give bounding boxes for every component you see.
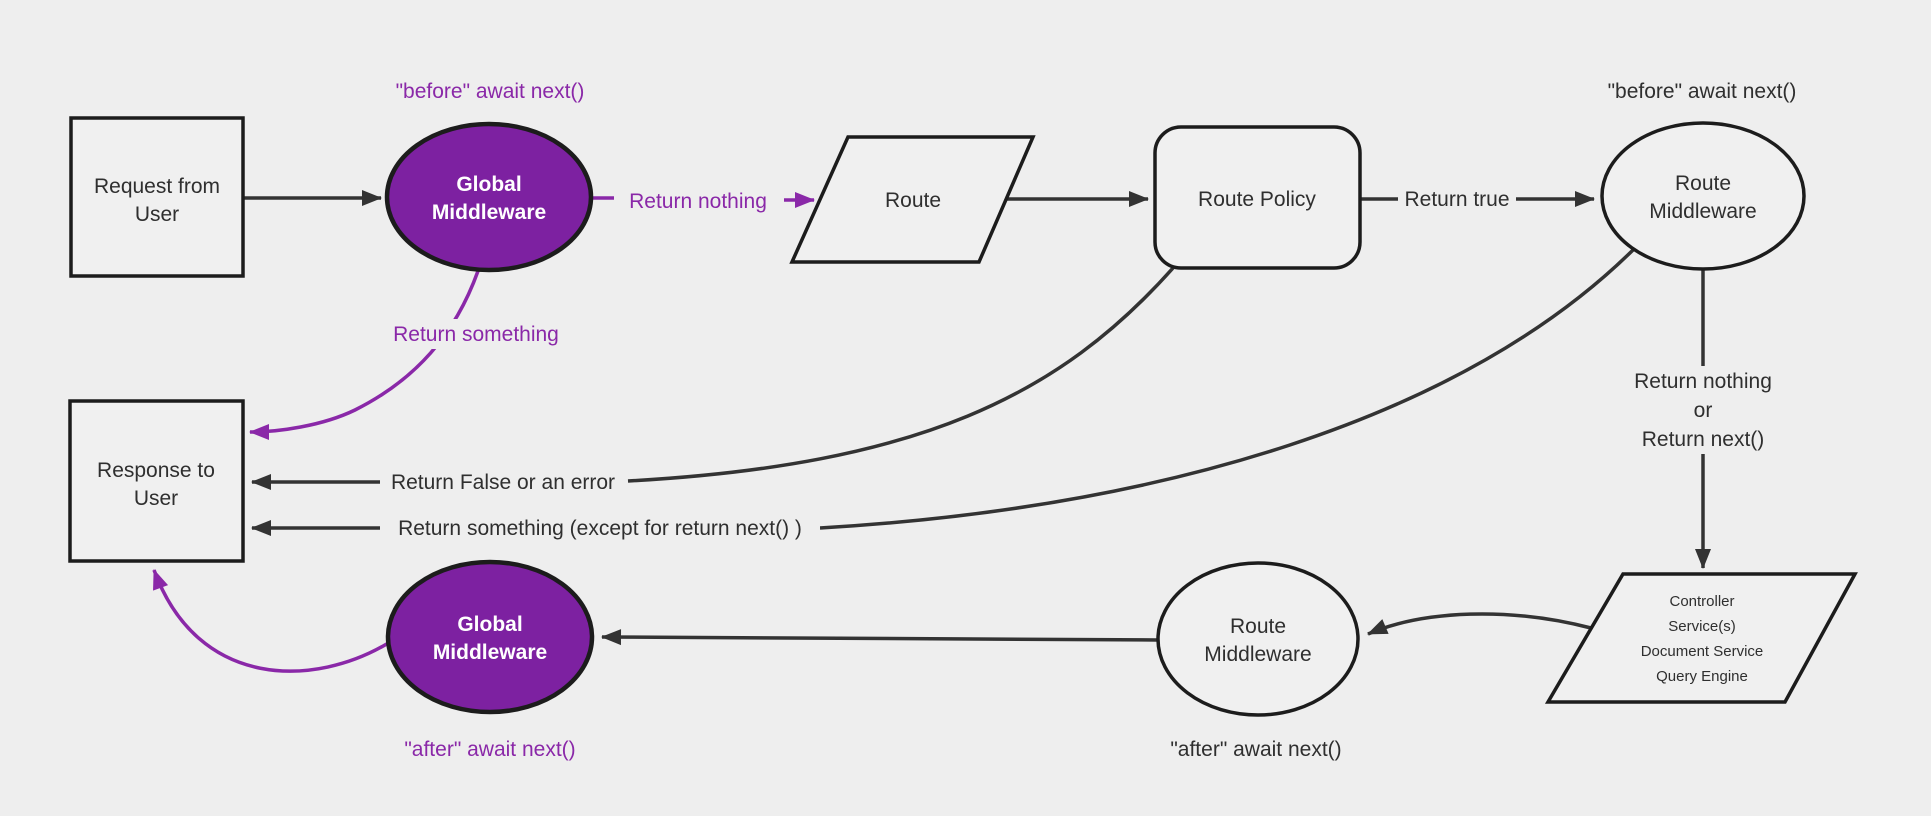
nodes: Request from User Global Middleware Rout…	[68, 116, 1858, 717]
label-bg	[384, 319, 568, 349]
node-global-middleware-top: Global Middleware	[384, 121, 594, 273]
route-middleware-ellipse	[1156, 561, 1360, 717]
node-route-middleware-top: Route Middleware	[1600, 121, 1806, 271]
label-bg	[380, 467, 626, 497]
label-bg	[380, 513, 820, 543]
route-middleware-ellipse	[1600, 121, 1806, 271]
edge-routemw-bottom-to-global-bottom	[601, 629, 1159, 646]
label-before-await-global: "before" await next()	[396, 80, 585, 103]
edge-routemw-return-something-curve	[819, 248, 1635, 530]
label-bg	[614, 185, 784, 215]
node-route-middleware-bottom: Route Middleware	[1156, 561, 1360, 717]
node-response-to-user: Response to User	[68, 399, 245, 563]
label-return-nothing-or-next: Return nothing or Return next()	[1634, 370, 1772, 451]
label-after-await-global: "after" await next()	[404, 738, 575, 761]
node-label: Query Engine	[1656, 668, 1748, 685]
node-label: Service(s)	[1668, 618, 1736, 635]
edge-labels: "before" await next() Return nothing Ret…	[391, 80, 1796, 761]
label-return-false-or-error: Return False or an error	[391, 471, 615, 494]
node-label: Global	[456, 173, 521, 196]
node-request-from-user: Request from User	[69, 116, 245, 278]
edges	[152, 190, 1711, 673]
label-return-something: Return something	[393, 323, 559, 346]
node-label: Request from	[94, 175, 220, 198]
node-label: Route Policy	[1198, 188, 1316, 211]
node-label: Document Service	[1641, 643, 1764, 660]
node-route: Route	[789, 135, 1036, 264]
node-label: Response to	[97, 459, 215, 482]
edge-policy-return-false-curve	[627, 266, 1175, 483]
global-middleware-ellipse	[384, 121, 594, 273]
node-label: User	[135, 203, 179, 226]
controller-parallelogram	[1544, 572, 1858, 704]
request-box	[69, 116, 245, 278]
node-label: Route	[1230, 615, 1286, 638]
route-parallelogram	[789, 135, 1036, 264]
label-bg	[1400, 184, 1514, 214]
label-return-true: Return true	[1404, 188, 1509, 211]
global-middleware-ellipse	[385, 559, 595, 715]
label-line: Return nothing	[1634, 370, 1772, 393]
node-label: Controller	[1669, 593, 1734, 610]
node-controller-services: Controller Service(s) Document Service Q…	[1544, 572, 1858, 704]
response-box	[68, 399, 245, 563]
edge-controller-to-routemw-bottom	[1367, 612, 1592, 636]
node-label: Middleware	[1204, 643, 1311, 666]
edge-global-bottom-to-response	[152, 569, 391, 673]
node-label: Middleware	[433, 641, 547, 664]
node-label: Middleware	[432, 201, 546, 224]
label-return-nothing: Return nothing	[629, 190, 767, 213]
node-route-policy: Route Policy	[1153, 125, 1362, 270]
label-line: Return next()	[1642, 428, 1765, 451]
label-before-await-route: "before" await next()	[1608, 80, 1797, 103]
node-label: Route	[885, 189, 941, 212]
label-return-something-except: Return something (except for return next…	[398, 517, 802, 540]
node-label: User	[134, 487, 178, 510]
label-line: or	[1694, 399, 1713, 422]
node-global-middleware-bottom: Global Middleware	[385, 559, 595, 715]
label-after-await-route: "after" await next()	[1170, 738, 1341, 761]
label-bg	[1620, 366, 1786, 454]
edge-global-top-return-something	[249, 270, 480, 440]
route-policy-box	[1153, 125, 1362, 270]
node-label: Route	[1675, 172, 1731, 195]
edge-label-backgrounds	[380, 184, 1786, 543]
node-label: Middleware	[1649, 200, 1756, 223]
node-label: Global	[457, 613, 522, 636]
